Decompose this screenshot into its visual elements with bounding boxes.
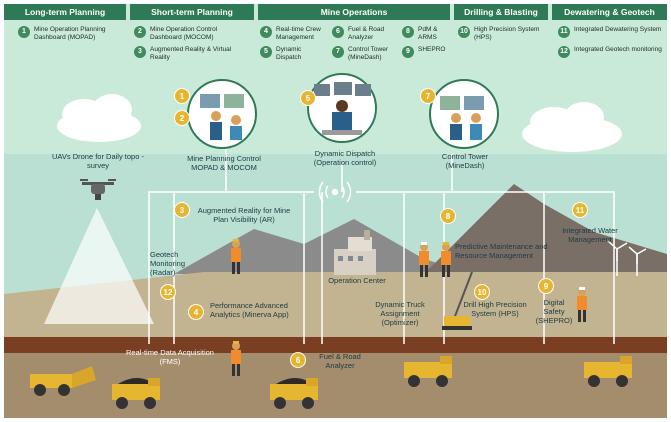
item-number: 2 [134, 26, 146, 38]
item-text: Real-time Crew Management [276, 26, 321, 41]
badge-2: 2 [174, 110, 190, 126]
item-number: 9 [402, 46, 414, 58]
legend-item-12: 12 Integrated Geotech monitoring [558, 46, 664, 58]
drone [80, 179, 116, 200]
label-digital-safety: Digital Safety (SHEPRO) [535, 298, 573, 325]
badge-12: 12 [160, 284, 176, 300]
item-number: 1 [18, 26, 30, 38]
wind-turbines [607, 240, 647, 276]
mountain-right [424, 184, 667, 279]
operation-center-building [334, 230, 376, 275]
item-text: Integrated Dewatering System [574, 26, 662, 33]
label-uav-drone: UAVs Drone for Daily topo - survey [52, 152, 144, 170]
label-dynamic-dispatch: Dynamic Dispatch (Operation control) [313, 149, 377, 167]
item-text: SHEPRO [418, 46, 446, 53]
legend-item-3: 3 Augmented Reality & Virtual Reality [134, 46, 250, 61]
cloud-right [522, 102, 622, 152]
legend-item-6: 6 Fuel & Road Analyzer [332, 26, 398, 41]
label-mine-planning-control: Mine Planning Control MOPAD & MOCOM [187, 154, 261, 172]
item-text: Integrated Geotech monitoring [574, 46, 662, 53]
item-number: 8 [402, 26, 414, 38]
badge-10: 10 [474, 284, 490, 300]
item-number: 12 [558, 46, 570, 58]
item-number: 11 [558, 26, 570, 38]
label-augmented-reality: Augmented Reality for Mine Plan Visibili… [197, 206, 291, 224]
dynamic-dispatch-room [307, 73, 377, 143]
badge-6: 6 [290, 352, 306, 368]
legend-item-10: 10 High Precision System (HPS) [458, 26, 546, 41]
label-fuel-road: Fuel & Road Analyzer [319, 352, 361, 370]
cloud-left [57, 94, 141, 142]
label-integrated-water: Integrated Water Management [562, 226, 618, 244]
header-drilling-blasting: Drilling & Blasting [454, 4, 548, 20]
badge-5: 5 [300, 90, 316, 106]
legend-item-5: 5 Dynamic Dispatch [260, 46, 324, 61]
header-short-term-planning: Short-term Planning [130, 4, 254, 20]
drone-beam [44, 208, 154, 324]
item-text: Fuel & Road Analyzer [348, 26, 385, 41]
item-number: 3 [134, 46, 146, 58]
label-control-tower: Control Tower (MineDash) [441, 152, 489, 170]
item-text: PdM & ARMS [418, 26, 438, 41]
badge-11: 11 [572, 202, 588, 218]
label-predictive-maintenance: Predictive Maintenance and Resource Mana… [455, 242, 548, 260]
item-number: 4 [260, 26, 272, 38]
legend-item-8: 8 PdM & ARMS [402, 26, 450, 41]
label-performance-analytics: Performance Advanced Analytics (Minerva … [210, 301, 289, 319]
header-dewatering-geotech: Dewatering & Geotech [552, 4, 667, 20]
header-mine-operations: Mine Operations [258, 4, 450, 20]
legend-item-11: 11 Integrated Dewatering System [558, 26, 664, 38]
badge-7: 7 [420, 88, 436, 104]
label-operation-center: Operation Center [328, 276, 386, 285]
haul-trucks [30, 356, 632, 409]
legend-item-4: 4 Real-time Crew Management [260, 26, 324, 41]
item-text: High Precision System (HPS) [474, 26, 540, 41]
mountain-left [174, 219, 474, 274]
header-long-term-planning: Long-term Planning [4, 4, 126, 20]
item-text: Control Tower (MineDash) [348, 46, 388, 61]
badge-9: 9 [538, 278, 554, 294]
item-text: Mine Operation Control Dashboard (MOCOM) [150, 26, 218, 41]
label-drill-hps: Drill High Precision System (HPS) [463, 300, 527, 318]
badge-8: 8 [440, 208, 456, 224]
drill-rig [442, 271, 473, 330]
item-number: 7 [332, 46, 344, 58]
legend-item-1: 1 Mine Operation Planning Dashboard (MOP… [18, 26, 122, 41]
mining-scene: Long-term Planning Short-term Planning M… [4, 4, 667, 418]
legend-item-9: 9 SHEPRO [402, 46, 450, 58]
workers [231, 239, 587, 376]
badge-4: 4 [188, 304, 204, 320]
badge-1: 1 [174, 88, 190, 104]
label-geotech-monitoring: Geotech Monitoring (Radar) [150, 250, 186, 277]
item-text: Dynamic Dispatch [276, 46, 302, 61]
item-number: 5 [260, 46, 272, 58]
soil-layer [4, 337, 667, 353]
control-tower-room [429, 79, 499, 149]
label-dynamic-truck-assignment: Dynamic Truck Assignment (Optimizer) [375, 300, 425, 327]
legend-item-7: 7 Control Tower (MineDash) [332, 46, 398, 61]
signal-icon [318, 181, 352, 203]
item-text: Augmented Reality & Virtual Reality [150, 46, 232, 61]
badge-3: 3 [174, 202, 190, 218]
mine-planning-room [187, 79, 257, 149]
scene-illustration [4, 73, 667, 418]
item-text: Mine Operation Planning Dashboard (MOPAD… [34, 26, 106, 41]
legend-item-2: 2 Mine Operation Control Dashboard (MOCO… [134, 26, 250, 41]
item-number: 6 [332, 26, 344, 38]
item-number: 10 [458, 26, 470, 38]
label-real-time-data: Real-time Data Acquisition (FMS) [126, 348, 214, 366]
